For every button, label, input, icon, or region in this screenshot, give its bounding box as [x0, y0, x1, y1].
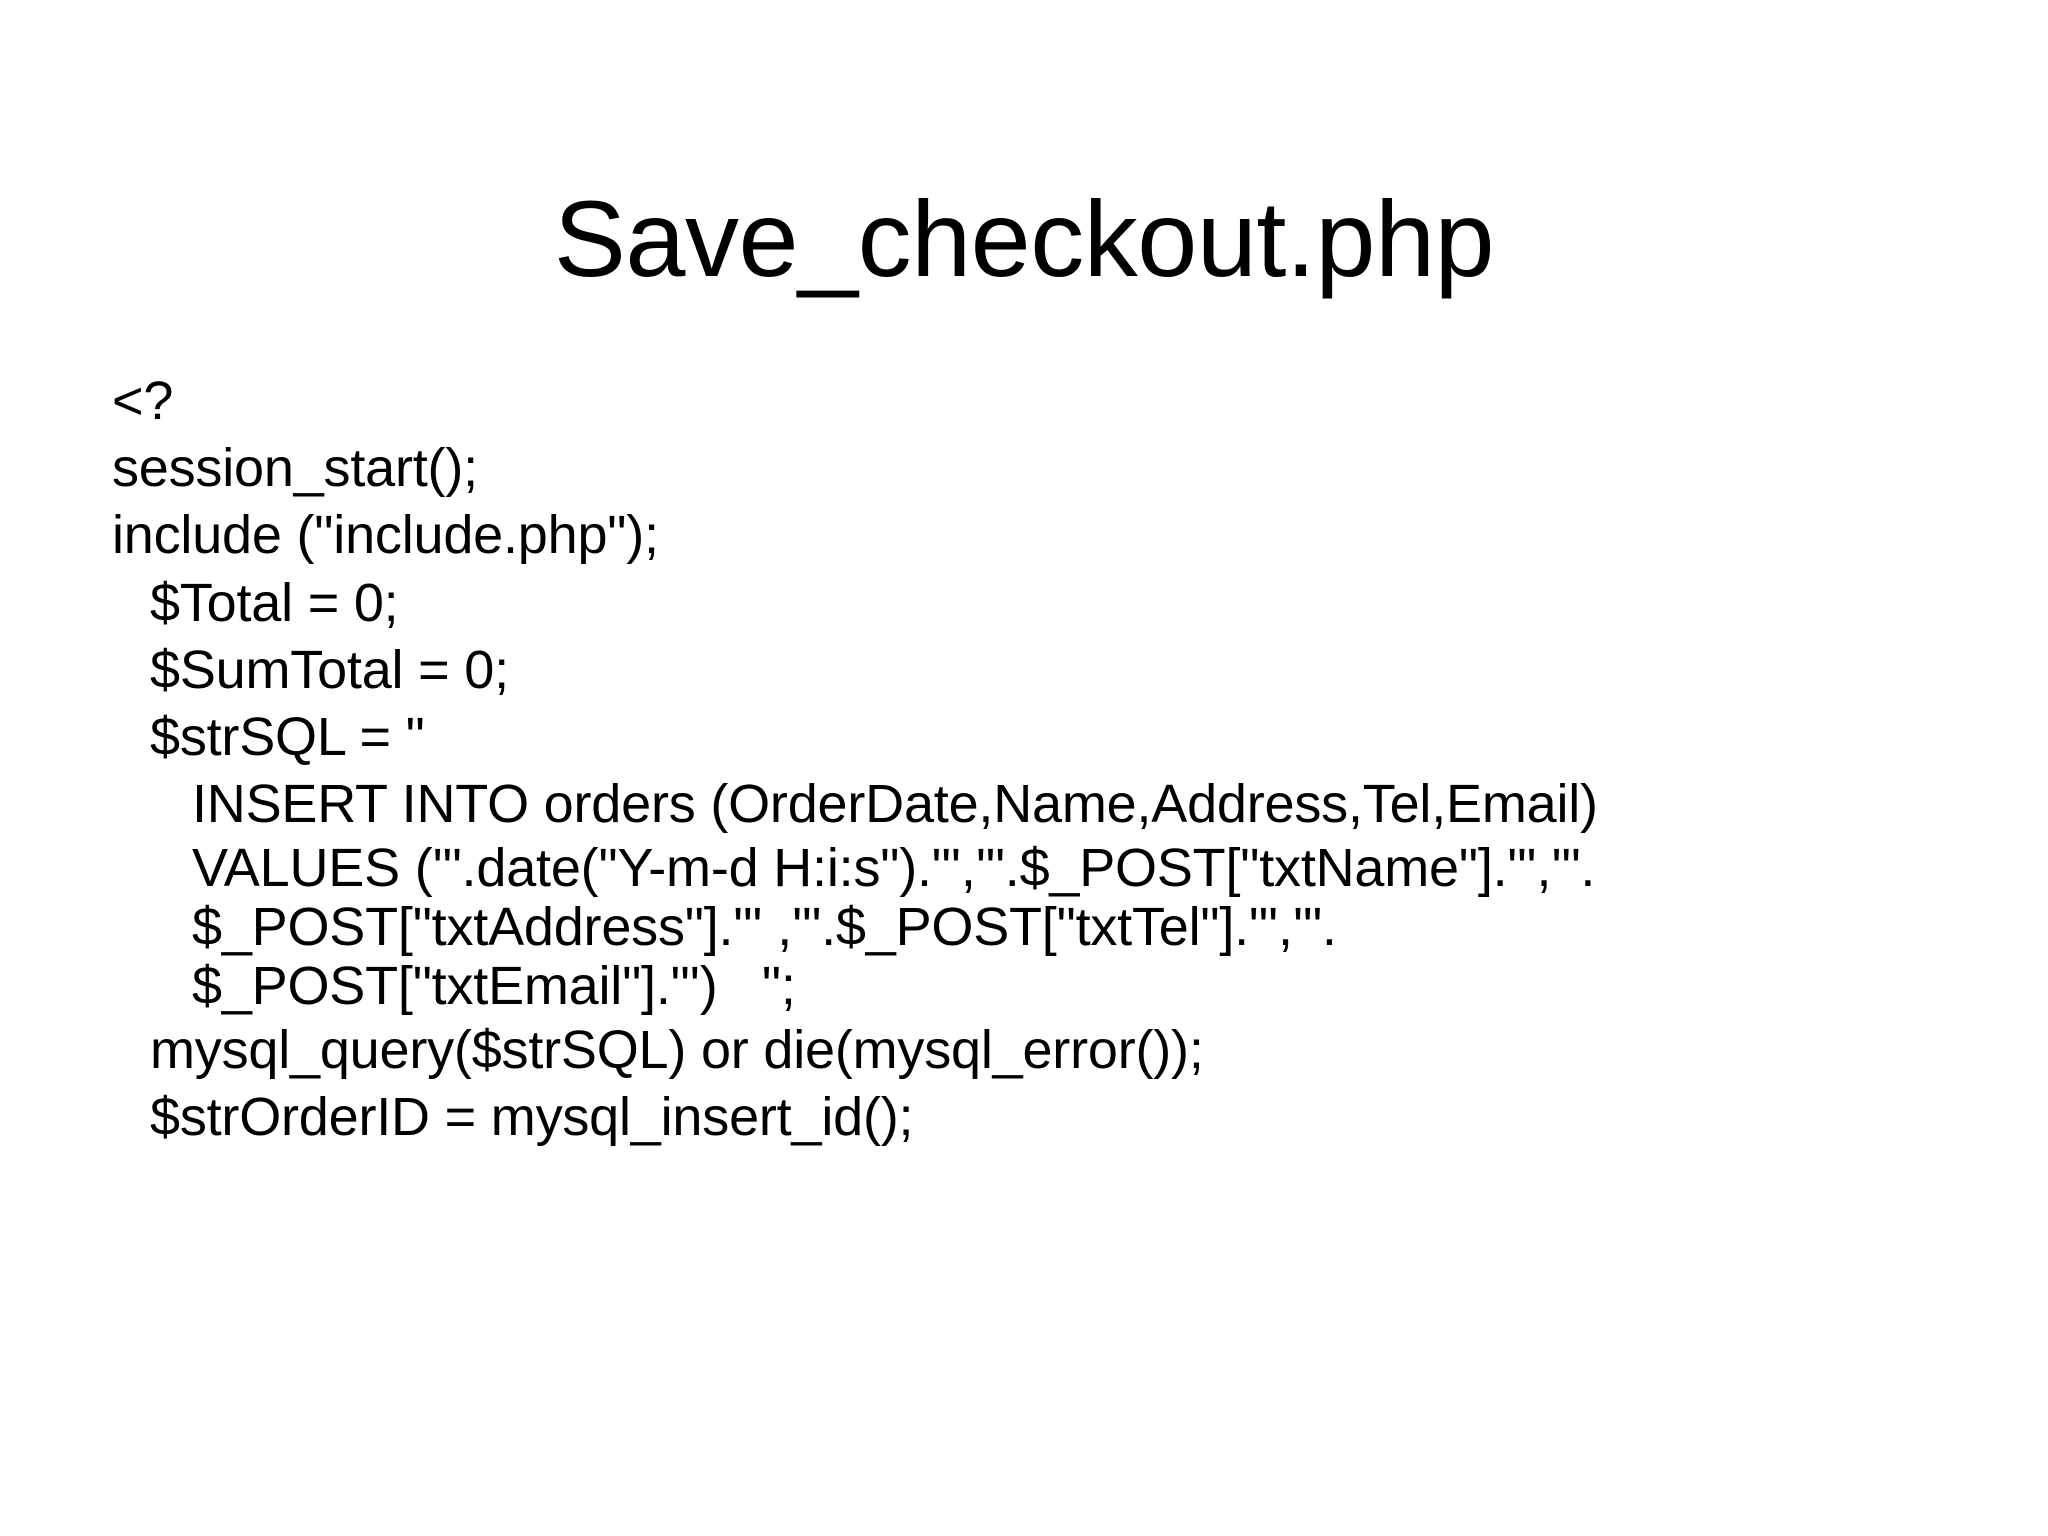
code-line: VALUES ('".date("Y-m-d H:i:s")."','".$_P… [192, 837, 1596, 898]
code-line: session_start(); [112, 438, 478, 499]
code-line: $strOrderID = mysql_insert_id(); [150, 1086, 914, 1147]
slide-title: Save_checkout.php [553, 178, 1495, 300]
code-line: $_POST["txtAddress"]."' ,'".$_POST["txtT… [192, 896, 1337, 957]
code-block: <? session_start();include ("include.php"… [112, 368, 1968, 1151]
code-line: $strSQL = " [150, 707, 425, 768]
code-line: <? [112, 371, 174, 431]
code-line: $_POST["txtEmail"]."') "; [192, 956, 796, 1017]
code-line: mysql_query($strSQL) or die(mysql_error(… [150, 1019, 1204, 1080]
code-line: $Total = 0; [150, 572, 399, 633]
code-line: INSERT INTO orders (OrderDate,Name,Addre… [192, 774, 1598, 835]
code-line: $SumTotal = 0; [150, 639, 509, 700]
code-line: include ("include.php"); [112, 505, 659, 566]
